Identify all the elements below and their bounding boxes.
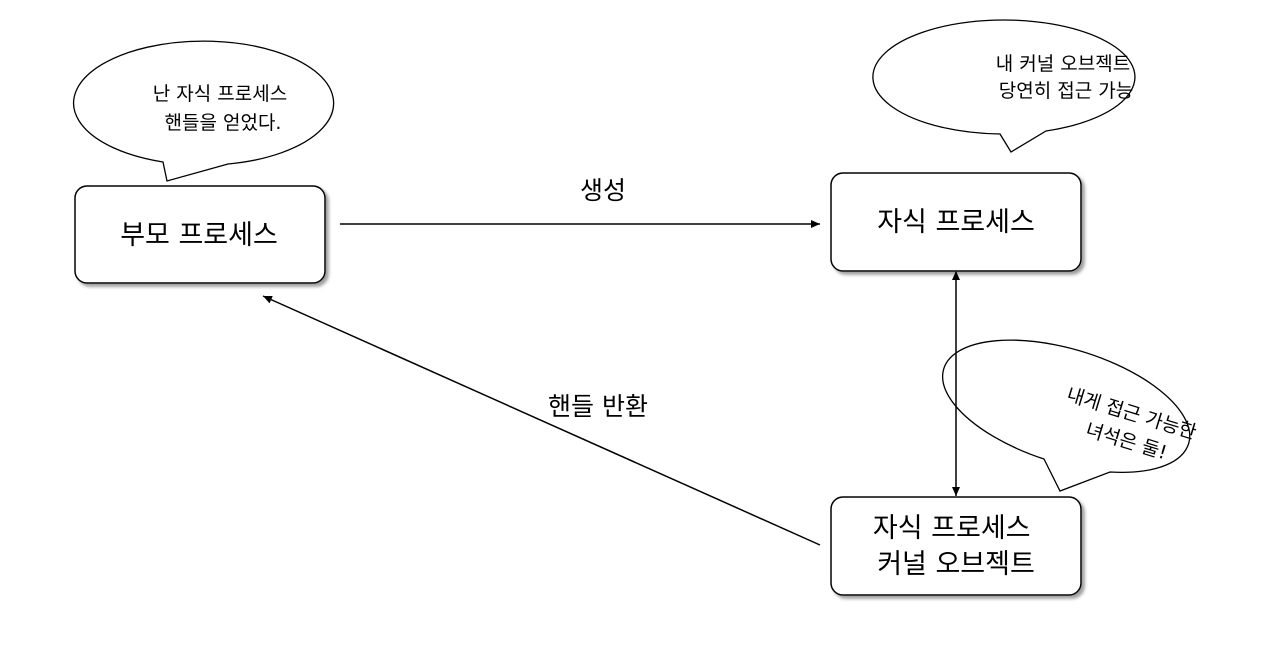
parent-process-label: 부모 프로세스 (120, 220, 278, 251)
bubble-child-line2: 당연히 접근 가능 (999, 80, 1133, 102)
bubble-child-line1: 내 커널 오브젝트 (996, 53, 1130, 75)
kernel-object-label-line2: 커널 오브젝트 (877, 549, 1035, 580)
edge-create-label: 생성 (580, 176, 626, 205)
kernel-object-label-line1: 자식 프로세스 (873, 513, 1031, 544)
svg-text:내 커널 오브젝트 당연히 접근 가능: 내 커널 오브젝트 당연히 접근 가능 (996, 53, 1137, 102)
bubble-parent-line1: 난 자식 프로세스 (153, 83, 287, 105)
speech-bubble-child: 내 커널 오브젝트 당연히 접근 가능 (872, 19, 1137, 153)
edge-return-handle-label: 핸들 반환 (548, 392, 648, 421)
svg-text:자식 프로세스 커널 오브젝트: 자식 프로세스 커널 오브젝트 (873, 513, 1039, 580)
speech-bubble-kernel: 내게 접근 가능한 녀석은 둘! (941, 339, 1199, 492)
svg-text:난 자식 프로세스 핸들을 얻었다.: 난 자식 프로세스 핸들을 얻었다. (153, 83, 294, 134)
edge-return-handle: 핸들 반환 (262, 295, 821, 546)
bubble-parent-line2: 핸들을 얻었다. (165, 112, 282, 134)
arrow-return-handle (262, 295, 821, 546)
node-parent-process: 부모 프로세스 (74, 185, 326, 284)
node-child-process: 자식 프로세스 (830, 172, 1082, 272)
child-process-label: 자식 프로세스 (877, 207, 1035, 238)
speech-bubble-parent: 난 자식 프로세스 핸들을 얻었다. (72, 40, 335, 182)
node-kernel-object: 자식 프로세스 커널 오브젝트 (830, 496, 1082, 596)
edge-create: 생성 (340, 176, 820, 228)
